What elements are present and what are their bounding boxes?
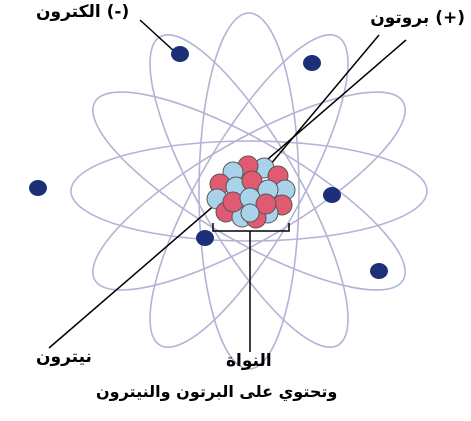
- nucleus-label: النواة: [226, 351, 272, 371]
- orbit: [92, 91, 406, 291]
- electron: [196, 230, 214, 246]
- electrons: [29, 46, 388, 279]
- electron: [29, 180, 47, 196]
- electron: [171, 46, 189, 62]
- neutron-label: نيترون: [36, 347, 92, 367]
- orbit: [149, 34, 349, 348]
- electron: [303, 55, 321, 71]
- electron-label: الكترون (-): [36, 2, 130, 22]
- nucleus-bracket: [212, 223, 290, 232]
- proton-particle: [255, 193, 277, 215]
- orbit: [149, 34, 349, 348]
- nucleus-note: وتحتوي على البرتون والنيترون: [96, 382, 338, 401]
- electron: [370, 263, 388, 279]
- electron-pointer-line: [139, 19, 176, 53]
- electron: [323, 187, 341, 203]
- orbit: [198, 12, 300, 370]
- orbit: [70, 140, 428, 242]
- nucleus: [206, 155, 296, 229]
- orbit: [92, 91, 406, 291]
- proton-pointer-line: [269, 34, 380, 166]
- neutron-particle: [240, 203, 260, 223]
- electron-orbits: [70, 12, 428, 370]
- proton-label: بروتون (+): [370, 8, 465, 28]
